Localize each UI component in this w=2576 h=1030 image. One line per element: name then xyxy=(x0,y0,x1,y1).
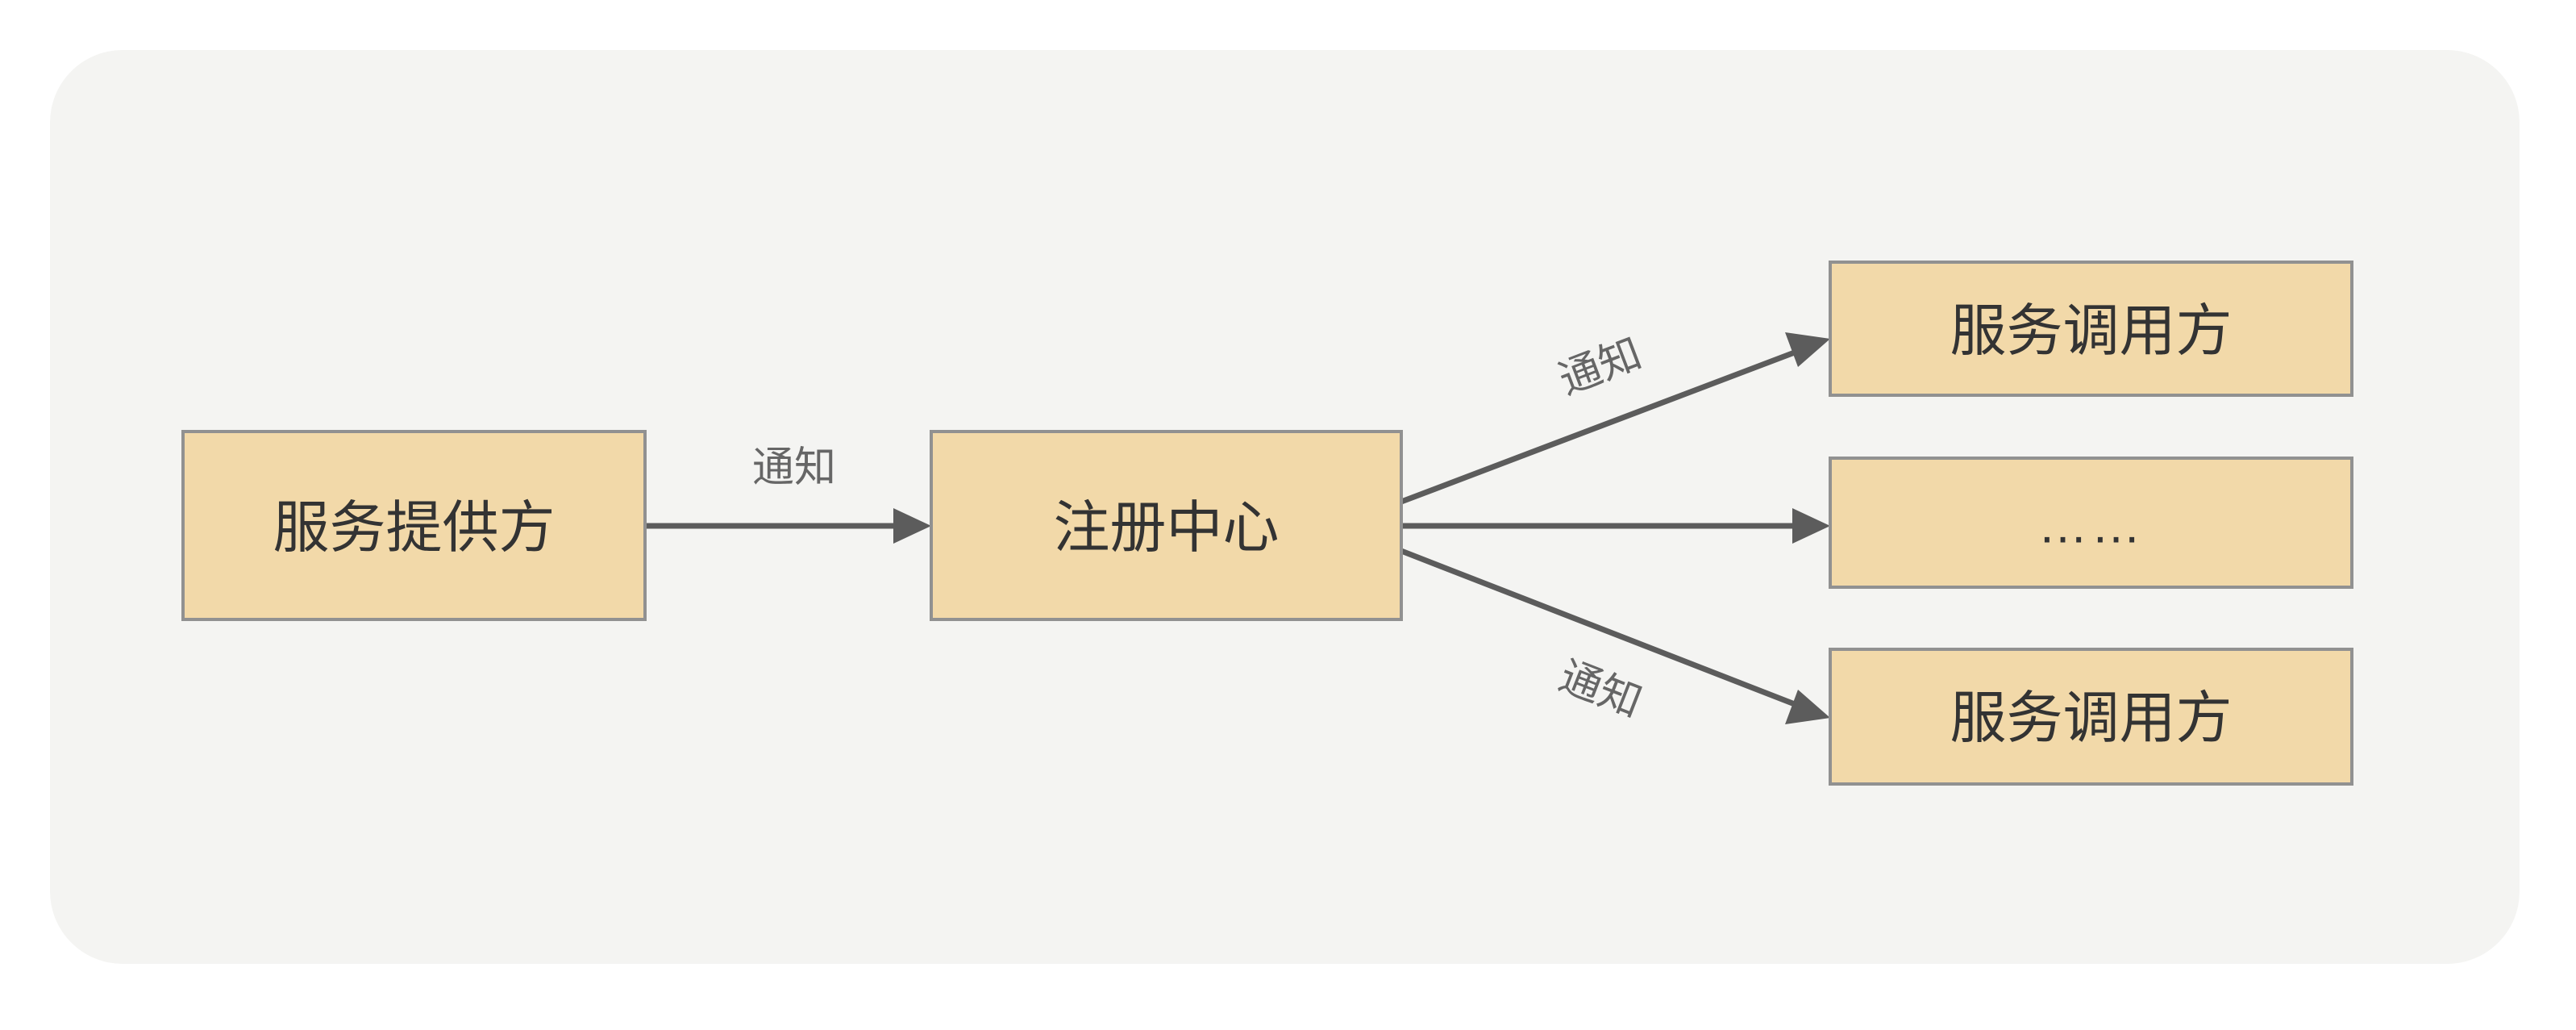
node-service-consumer-bottom[interactable]: 服务调用方 xyxy=(1829,648,2353,786)
edge-line xyxy=(1400,548,1800,709)
node-registry-center[interactable]: 注册中心 xyxy=(930,430,1403,621)
arrowhead-icon xyxy=(893,508,931,544)
edge-layer: 通知 通知 通知 xyxy=(645,330,1830,727)
edge-provider-to-registry: 通知 xyxy=(645,444,931,544)
node-label: 注册中心 xyxy=(1054,496,1280,559)
node-service-provider[interactable]: 服务提供方 xyxy=(181,430,647,621)
node-box[interactable] xyxy=(1829,457,2353,589)
arrowhead-icon xyxy=(1785,332,1830,367)
node-box[interactable] xyxy=(1829,261,2353,397)
node-box[interactable] xyxy=(1829,648,2353,786)
node-box[interactable] xyxy=(930,430,1403,621)
node-label: …… xyxy=(2038,498,2145,554)
node-box[interactable] xyxy=(181,430,647,621)
arrowhead-icon xyxy=(1785,690,1830,724)
edge-registry-to-consumer-bottom: 通知 xyxy=(1400,548,1830,727)
node-service-consumer-more[interactable]: …… xyxy=(1829,457,2353,589)
edge-registry-to-consumer-more xyxy=(1401,508,1830,544)
node-label: 服务提供方 xyxy=(273,496,556,559)
node-layer: 服务提供方 注册中心 服务调用方 …… 服务调用方 xyxy=(181,261,2353,786)
node-label: 服务调用方 xyxy=(1950,686,2233,749)
edge-label-notify-1: 通知 xyxy=(752,444,836,491)
node-service-consumer-top[interactable]: 服务调用方 xyxy=(1829,261,2353,397)
arrowhead-icon xyxy=(1792,508,1830,544)
node-label: 服务调用方 xyxy=(1950,299,2233,362)
edge-line xyxy=(1400,348,1800,505)
